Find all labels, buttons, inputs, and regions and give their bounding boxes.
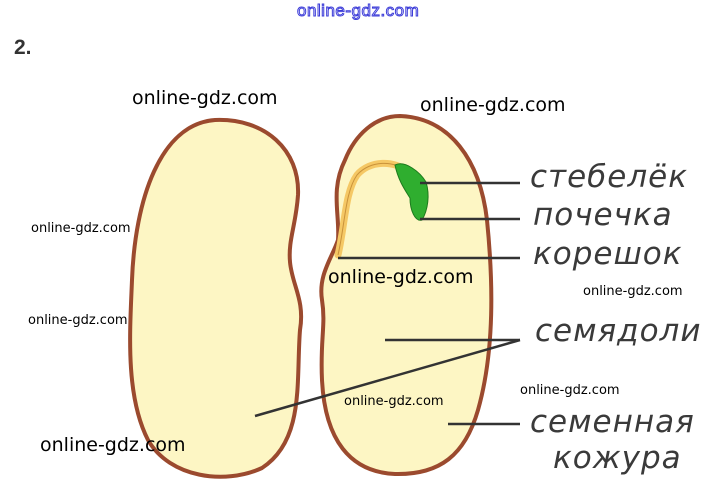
label-root: корешок	[533, 236, 683, 272]
label-seed-coat-line1: семенная	[530, 404, 695, 440]
watermark: online-gdz.com	[583, 284, 683, 299]
label-cotyledons: семядоли	[535, 313, 702, 349]
watermark: online-gdz.com	[28, 313, 128, 328]
watermark: online-gdz.com	[520, 383, 620, 398]
watermark: online-gdz.com	[31, 221, 131, 236]
watermark: online-gdz.com	[132, 87, 278, 109]
watermark: online-gdz.com	[420, 94, 566, 116]
left-cotyledon	[128, 117, 304, 479]
label-bud: почечка	[533, 197, 673, 233]
watermark: online-gdz.com	[344, 394, 444, 409]
label-seed-coat-line2: кожура	[553, 440, 682, 476]
leader-lines	[254, 181, 521, 426]
watermark: online-gdz.com	[328, 266, 474, 288]
watermark: online-gdz.com	[40, 434, 186, 456]
task-number: 2.	[14, 36, 32, 59]
label-stem: стебелёк	[530, 159, 688, 195]
watermark-top: online-gdz.com	[296, 1, 420, 20]
embryo-root-outline	[337, 162, 409, 256]
